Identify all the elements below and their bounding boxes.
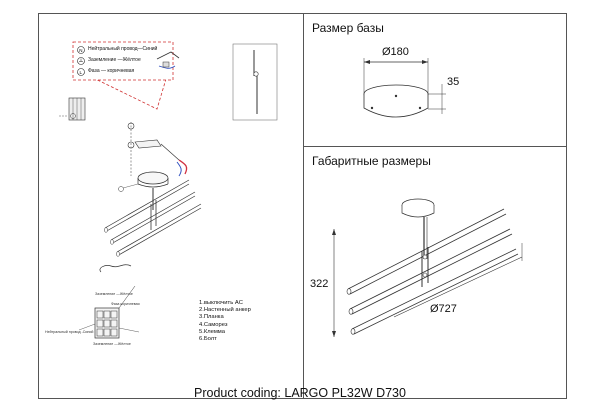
terminal-label-neutral: Нейтральный провод -Синий xyxy=(45,330,94,334)
base-height-label: 35 xyxy=(447,76,460,88)
base-size-panel: Размер базы Ø180 35 xyxy=(303,13,567,148)
step-item: 3.Планка xyxy=(199,314,224,321)
terminal-label-ground-bottom: Заземление —Жёлтое xyxy=(93,342,131,346)
wire-legend-phase: Фаза — коричневая xyxy=(88,68,135,74)
terminal-label-ground: Заземление —Жёлтое xyxy=(95,292,133,296)
base-diameter-label: Ø180 xyxy=(382,46,409,58)
ground-symbol-icon xyxy=(77,57,85,65)
svg-text:L: L xyxy=(80,70,83,75)
canopy xyxy=(401,205,435,218)
dims-panel-title: Габаритные размеры xyxy=(312,154,431,168)
wire-legend-neutral: Нейтральный провод—Синий xyxy=(88,46,158,52)
canopy xyxy=(137,171,169,185)
callout-line xyxy=(74,68,170,110)
base-panel-title: Размер базы xyxy=(312,21,384,35)
installation-steps: 1.выключить AC 2.Настенный анкер 3.Планк… xyxy=(199,300,251,343)
dimensions-drawing xyxy=(332,198,523,337)
installation-drawing: N L xyxy=(59,41,278,339)
mounting-bracket xyxy=(134,139,162,149)
overall-length-label: Ø727 xyxy=(430,303,457,315)
step-item: 5.Клемма xyxy=(199,328,226,335)
overall-height-label: 322 xyxy=(310,278,329,290)
step-item: 1.выключить AC xyxy=(199,300,243,306)
neutral-symbol-icon xyxy=(77,46,85,54)
step-item: 4.Саморез xyxy=(199,321,228,328)
terminal-label-phase: Фаза коричневая xyxy=(111,302,140,306)
installation-diagram-panel: N L xyxy=(38,13,305,399)
step-item: 2.Настенный анкер xyxy=(199,307,251,314)
product-thumbnail xyxy=(232,43,278,121)
wire-legend-box xyxy=(72,41,174,81)
overall-dimensions-panel: Габаритные размеры 322 Ø727 xyxy=(303,146,567,399)
phase-symbol-icon xyxy=(77,68,85,76)
base-canopy-side xyxy=(363,94,429,118)
base-drawing xyxy=(363,58,446,118)
wire-legend-ground: Заземление —Жёлтое xyxy=(88,57,141,63)
step-item: 6.Болт xyxy=(199,336,217,343)
terminal-connector xyxy=(94,307,120,339)
svg-text:N: N xyxy=(79,48,82,53)
fixture-tubes xyxy=(347,208,519,335)
supply-wire xyxy=(178,159,188,175)
fixture-tubes xyxy=(104,179,202,257)
product-coding-caption: Product coding: LARGO PL32W D730 xyxy=(194,386,406,400)
bolt-icon xyxy=(127,122,135,130)
